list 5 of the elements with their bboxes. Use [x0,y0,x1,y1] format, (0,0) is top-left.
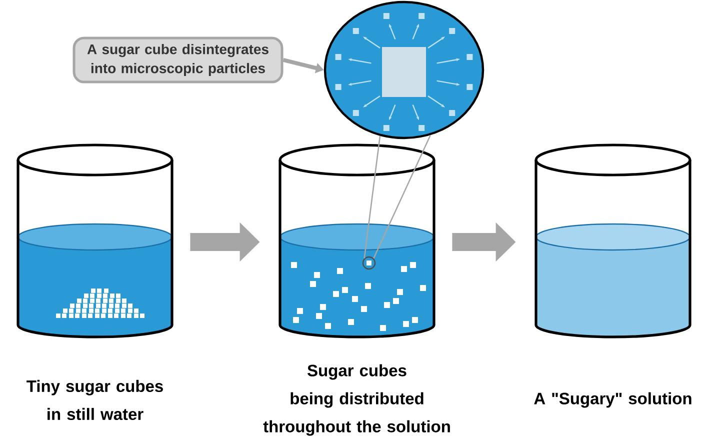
callout-box: A sugar cube disintegrates into microscopic particles [72,36,284,84]
beaker-label: A "Sugary" solution [534,392,692,408]
beaker-label: Sugar cubes being distributed throughout the solution [263,364,450,436]
beaker-label: Tiny sugar cubes in still water [26,380,163,420]
magnified-view [324,0,484,140]
